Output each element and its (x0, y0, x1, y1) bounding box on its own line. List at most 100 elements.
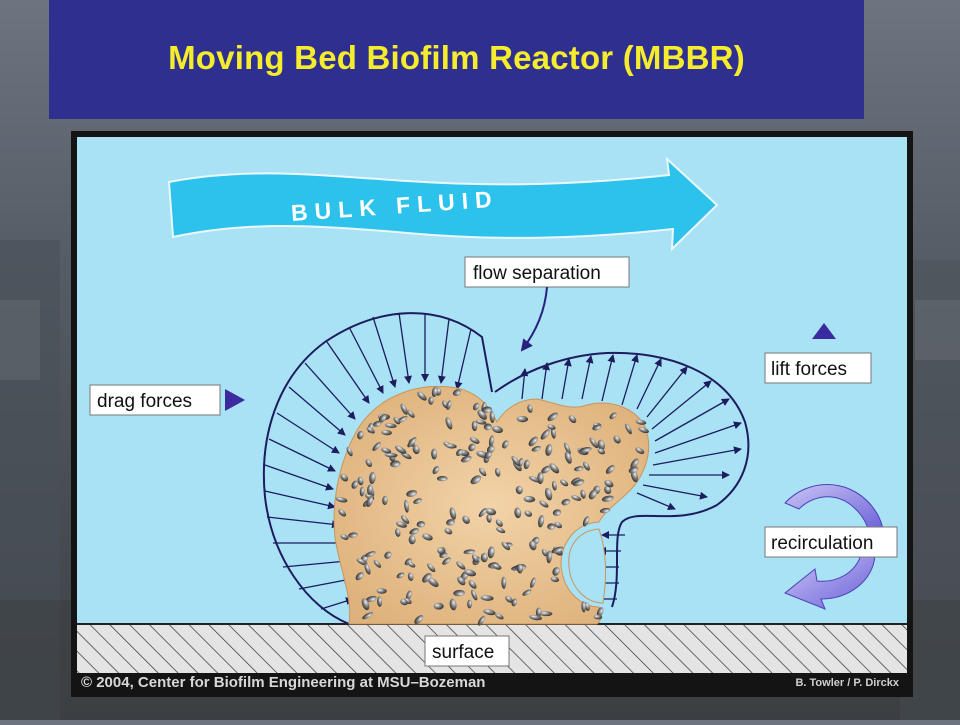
bacterial-cell (477, 409, 487, 420)
bacterial-cell (351, 480, 359, 489)
bacterial-cell (477, 615, 486, 626)
bacterial-cell (523, 459, 530, 470)
lift-velocity-profile (494, 351, 750, 608)
bacterial-cell (373, 421, 382, 427)
bacterial-cell (516, 563, 524, 574)
bacterial-cell (568, 415, 577, 424)
bacterial-cell (540, 429, 550, 440)
bacterial-cell (528, 476, 541, 483)
bacterial-cell (376, 588, 387, 594)
bacterial-cell (547, 424, 556, 430)
bacterial-cell (573, 466, 584, 472)
bacterial-cell (366, 426, 375, 434)
bacterial-cell (515, 485, 523, 495)
bacterial-cell (511, 456, 521, 467)
bacterial-cell (502, 440, 509, 449)
bacterial-cell (486, 514, 492, 523)
bacterial-cell (501, 576, 507, 589)
bacterial-cell (545, 444, 553, 456)
bacterial-cell (541, 549, 548, 557)
bacterial-cell (427, 563, 436, 573)
bacterial-cell (400, 515, 410, 524)
bacterial-cell (446, 519, 455, 526)
bacterial-cell (335, 496, 348, 503)
bacterial-cell (527, 404, 533, 413)
bacterial-cell (417, 391, 427, 401)
bacterial-cell (628, 466, 639, 474)
bacterial-cell (382, 495, 388, 505)
bacterial-cell (366, 496, 374, 507)
bacterial-cell (338, 509, 347, 517)
bacterial-cell (348, 532, 358, 538)
bacterial-cell (408, 535, 416, 545)
bacterial-cell (495, 467, 501, 477)
bacterial-cell (437, 547, 446, 555)
bacterial-cell (597, 439, 605, 451)
bacterial-cell (592, 424, 602, 431)
bacterial-cell (550, 427, 556, 439)
bacterial-cell (551, 480, 557, 491)
bacterial-cell (546, 550, 552, 564)
bacterial-cell (362, 612, 373, 620)
flow-separation-callout: flow separation (464, 256, 630, 352)
bacterial-cell (471, 554, 479, 563)
bacterial-cell (428, 396, 434, 405)
bacterial-cell (599, 507, 611, 514)
bacterial-cell (572, 479, 585, 487)
bacterial-cell (381, 429, 392, 436)
bacterial-cell (361, 598, 370, 611)
bacterial-cell (529, 540, 537, 551)
bacterial-cell (390, 460, 401, 468)
bacterial-cell (564, 442, 571, 455)
bacterial-cell (492, 425, 503, 434)
bacterial-cell (481, 406, 493, 414)
bacterial-cell (505, 595, 513, 603)
bacterial-cell (495, 527, 506, 534)
copyright-text: © 2004, Center for Biofilm Engineering a… (81, 674, 486, 691)
bacterial-cell (468, 443, 476, 452)
bacterial-cell (492, 563, 502, 570)
bacterial-cell (483, 609, 496, 616)
bacterial-cell (422, 572, 432, 583)
bacterial-cell (529, 614, 542, 621)
surface-label: surface (432, 642, 494, 663)
bacterial-cell (464, 569, 477, 577)
bacterial-cell (412, 445, 420, 455)
bacterial-cell (384, 551, 392, 559)
bacterial-cell (471, 589, 478, 601)
drag-velocity-profile (262, 312, 493, 625)
bacterial-cell (364, 563, 371, 575)
bacterial-cell (524, 510, 533, 517)
bacterial-cell (340, 534, 349, 540)
bacterial-cell (364, 551, 376, 558)
bacterial-cell (396, 572, 405, 579)
bacterial-cell (449, 598, 457, 611)
bacterial-cell (407, 572, 414, 581)
recirculation-callout: recirculation (764, 484, 898, 610)
bacterial-cell (630, 458, 639, 469)
bacterial-cell (604, 485, 612, 495)
bacterial-cell (530, 577, 536, 588)
bacterial-cell (593, 614, 603, 620)
bacterial-cell (384, 423, 397, 428)
drag-forces-callout: drag forces (89, 384, 245, 416)
bacterial-cell (550, 576, 560, 582)
bacterial-cell (436, 475, 448, 482)
bacterial-cell (432, 466, 440, 475)
bacterial-cell (597, 448, 606, 455)
bacterial-cell (467, 599, 473, 609)
bacterial-cell (549, 463, 560, 474)
bacterial-cell (414, 615, 424, 624)
bacterial-cell (488, 435, 495, 447)
bacterial-cell (554, 521, 563, 529)
bacterial-cell (547, 412, 559, 422)
bacterial-cell (407, 561, 416, 568)
biofilm-diagram: BULK FLUID (77, 137, 907, 673)
bacterial-cell (377, 596, 383, 607)
bacterial-cell (394, 445, 407, 454)
bacterial-cell (416, 521, 426, 528)
bacterial-cell (605, 464, 615, 474)
bacterial-cell (539, 500, 549, 508)
bacterial-cell (393, 416, 401, 425)
bacterial-cell (471, 420, 478, 432)
